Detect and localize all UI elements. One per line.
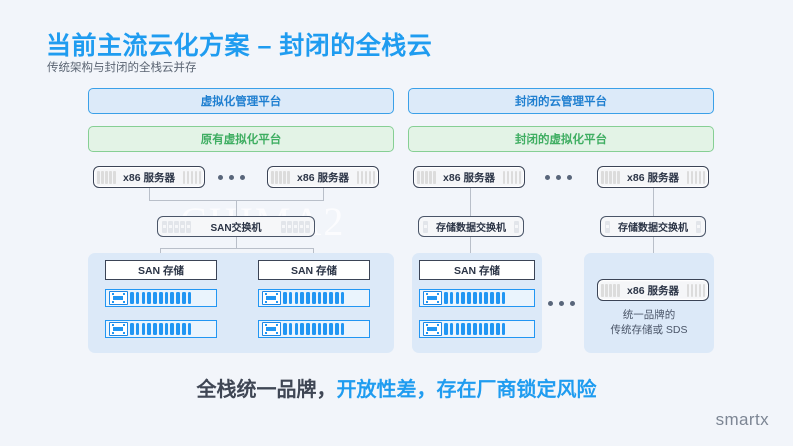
left-server-2-label: x86 服务器 [297,171,349,184]
connector [470,237,471,260]
disk-bays-icon [130,323,192,335]
right-storage-switch-1-label: 存储数据交换机 [436,223,506,234]
right-storage-ellipsis [548,301,575,306]
connector [160,248,313,249]
connector [470,188,471,216]
left-san-storage-1-label: SAN 存储 [137,264,185,277]
sds-note-line-1: 统一品牌的 [622,309,676,321]
right-storage-switch-2: 存储数据交换机 [600,216,706,237]
switch-ports-icon [605,220,610,233]
switch-ports-icon [281,220,310,233]
left-server-2: x86 服务器 [267,166,379,188]
disk-bays-icon [444,292,506,304]
connector [236,237,237,248]
switch-ports-icon [162,220,191,233]
footer-statement-plain: 全栈统一品牌， [196,379,337,401]
left-disk-shelf-2b [258,320,370,338]
disk-controller-icon [423,322,442,336]
vent-grill-icon [502,170,521,184]
vent-grill-icon [271,170,290,184]
disk-controller-icon [262,322,281,336]
disk-controller-icon [109,291,128,305]
right-mgmt-platform-box: 封闭的云管理平台 [408,88,714,114]
left-server-1: x86 服务器 [93,166,205,188]
left-san-storage-2-label: SAN 存储 [290,264,338,277]
right-sds-server-label: x86 服务器 [627,284,679,297]
right-disk-shelf-b [419,320,535,338]
footer-statement-highlight: 开放性差，存在厂商锁定风险 [336,379,597,401]
connector [149,188,150,200]
vent-grill-icon [601,283,620,297]
right-virt-platform-box: 封闭的虚拟化平台 [408,126,714,152]
disk-bays-icon [283,292,345,304]
left-mgmt-platform-box: 虚拟化管理平台 [88,88,394,114]
connector [236,200,237,216]
sds-note-line-2: 传统存储或 SDS [610,324,688,337]
right-storage-switch-1: 存储数据交换机 [418,216,524,237]
right-disk-shelf-a [419,289,535,307]
right-san-storage-label: SAN 存储 [453,264,501,277]
left-san-switch-label: SAN交换机 [210,223,262,234]
vent-grill-icon [686,170,705,184]
left-virt-platform-box: 原有虚拟化平台 [88,126,394,152]
left-disk-shelf-1b [105,320,217,338]
right-san-storage: SAN 存储 [419,260,535,280]
vent-grill-icon [97,170,116,184]
right-servers-ellipsis [545,175,572,180]
right-server-1-label: x86 服务器 [443,171,495,184]
page-title: 当前主流云化方案 – 封闭的全栈云 [46,32,433,60]
right-sds-server: x86 服务器 [597,279,709,301]
right-sds-pool [584,253,714,353]
right-server-1: x86 服务器 [413,166,525,188]
vent-grill-icon [356,170,375,184]
disk-bays-icon [130,292,192,304]
left-servers-ellipsis [218,175,245,180]
disk-controller-icon [109,322,128,336]
footer-statement: 全栈统一品牌，开放性差，存在厂商锁定风险 [0,373,793,402]
disk-bays-icon [283,323,345,335]
vent-grill-icon [417,170,436,184]
connector [323,188,324,200]
brand-logo: smartx [715,410,769,429]
switch-ports-icon [696,220,701,233]
right-storage-switch-2-label: 存储数据交换机 [618,223,688,234]
left-server-1-label: x86 服务器 [123,171,175,184]
right-server-2-label: x86 服务器 [627,171,679,184]
disk-controller-icon [423,291,442,305]
switch-ports-icon [423,220,428,233]
disk-controller-icon [262,291,281,305]
page-subtitle: 传统架构与封闭的全栈云并存 [47,62,197,74]
left-san-storage-2: SAN 存储 [258,260,370,280]
switch-ports-icon [514,220,519,233]
left-san-switch: SAN交换机 [157,216,315,237]
vent-grill-icon [182,170,201,184]
vent-grill-icon [686,283,705,297]
left-disk-shelf-2a [258,289,370,307]
left-disk-shelf-1a [105,289,217,307]
vent-grill-icon [601,170,620,184]
left-san-storage-1: SAN 存储 [105,260,217,280]
connector [653,188,654,216]
sds-note: 统一品牌的 传统存储或 SDS [584,308,714,338]
disk-bays-icon [444,323,506,335]
right-server-2: x86 服务器 [597,166,709,188]
